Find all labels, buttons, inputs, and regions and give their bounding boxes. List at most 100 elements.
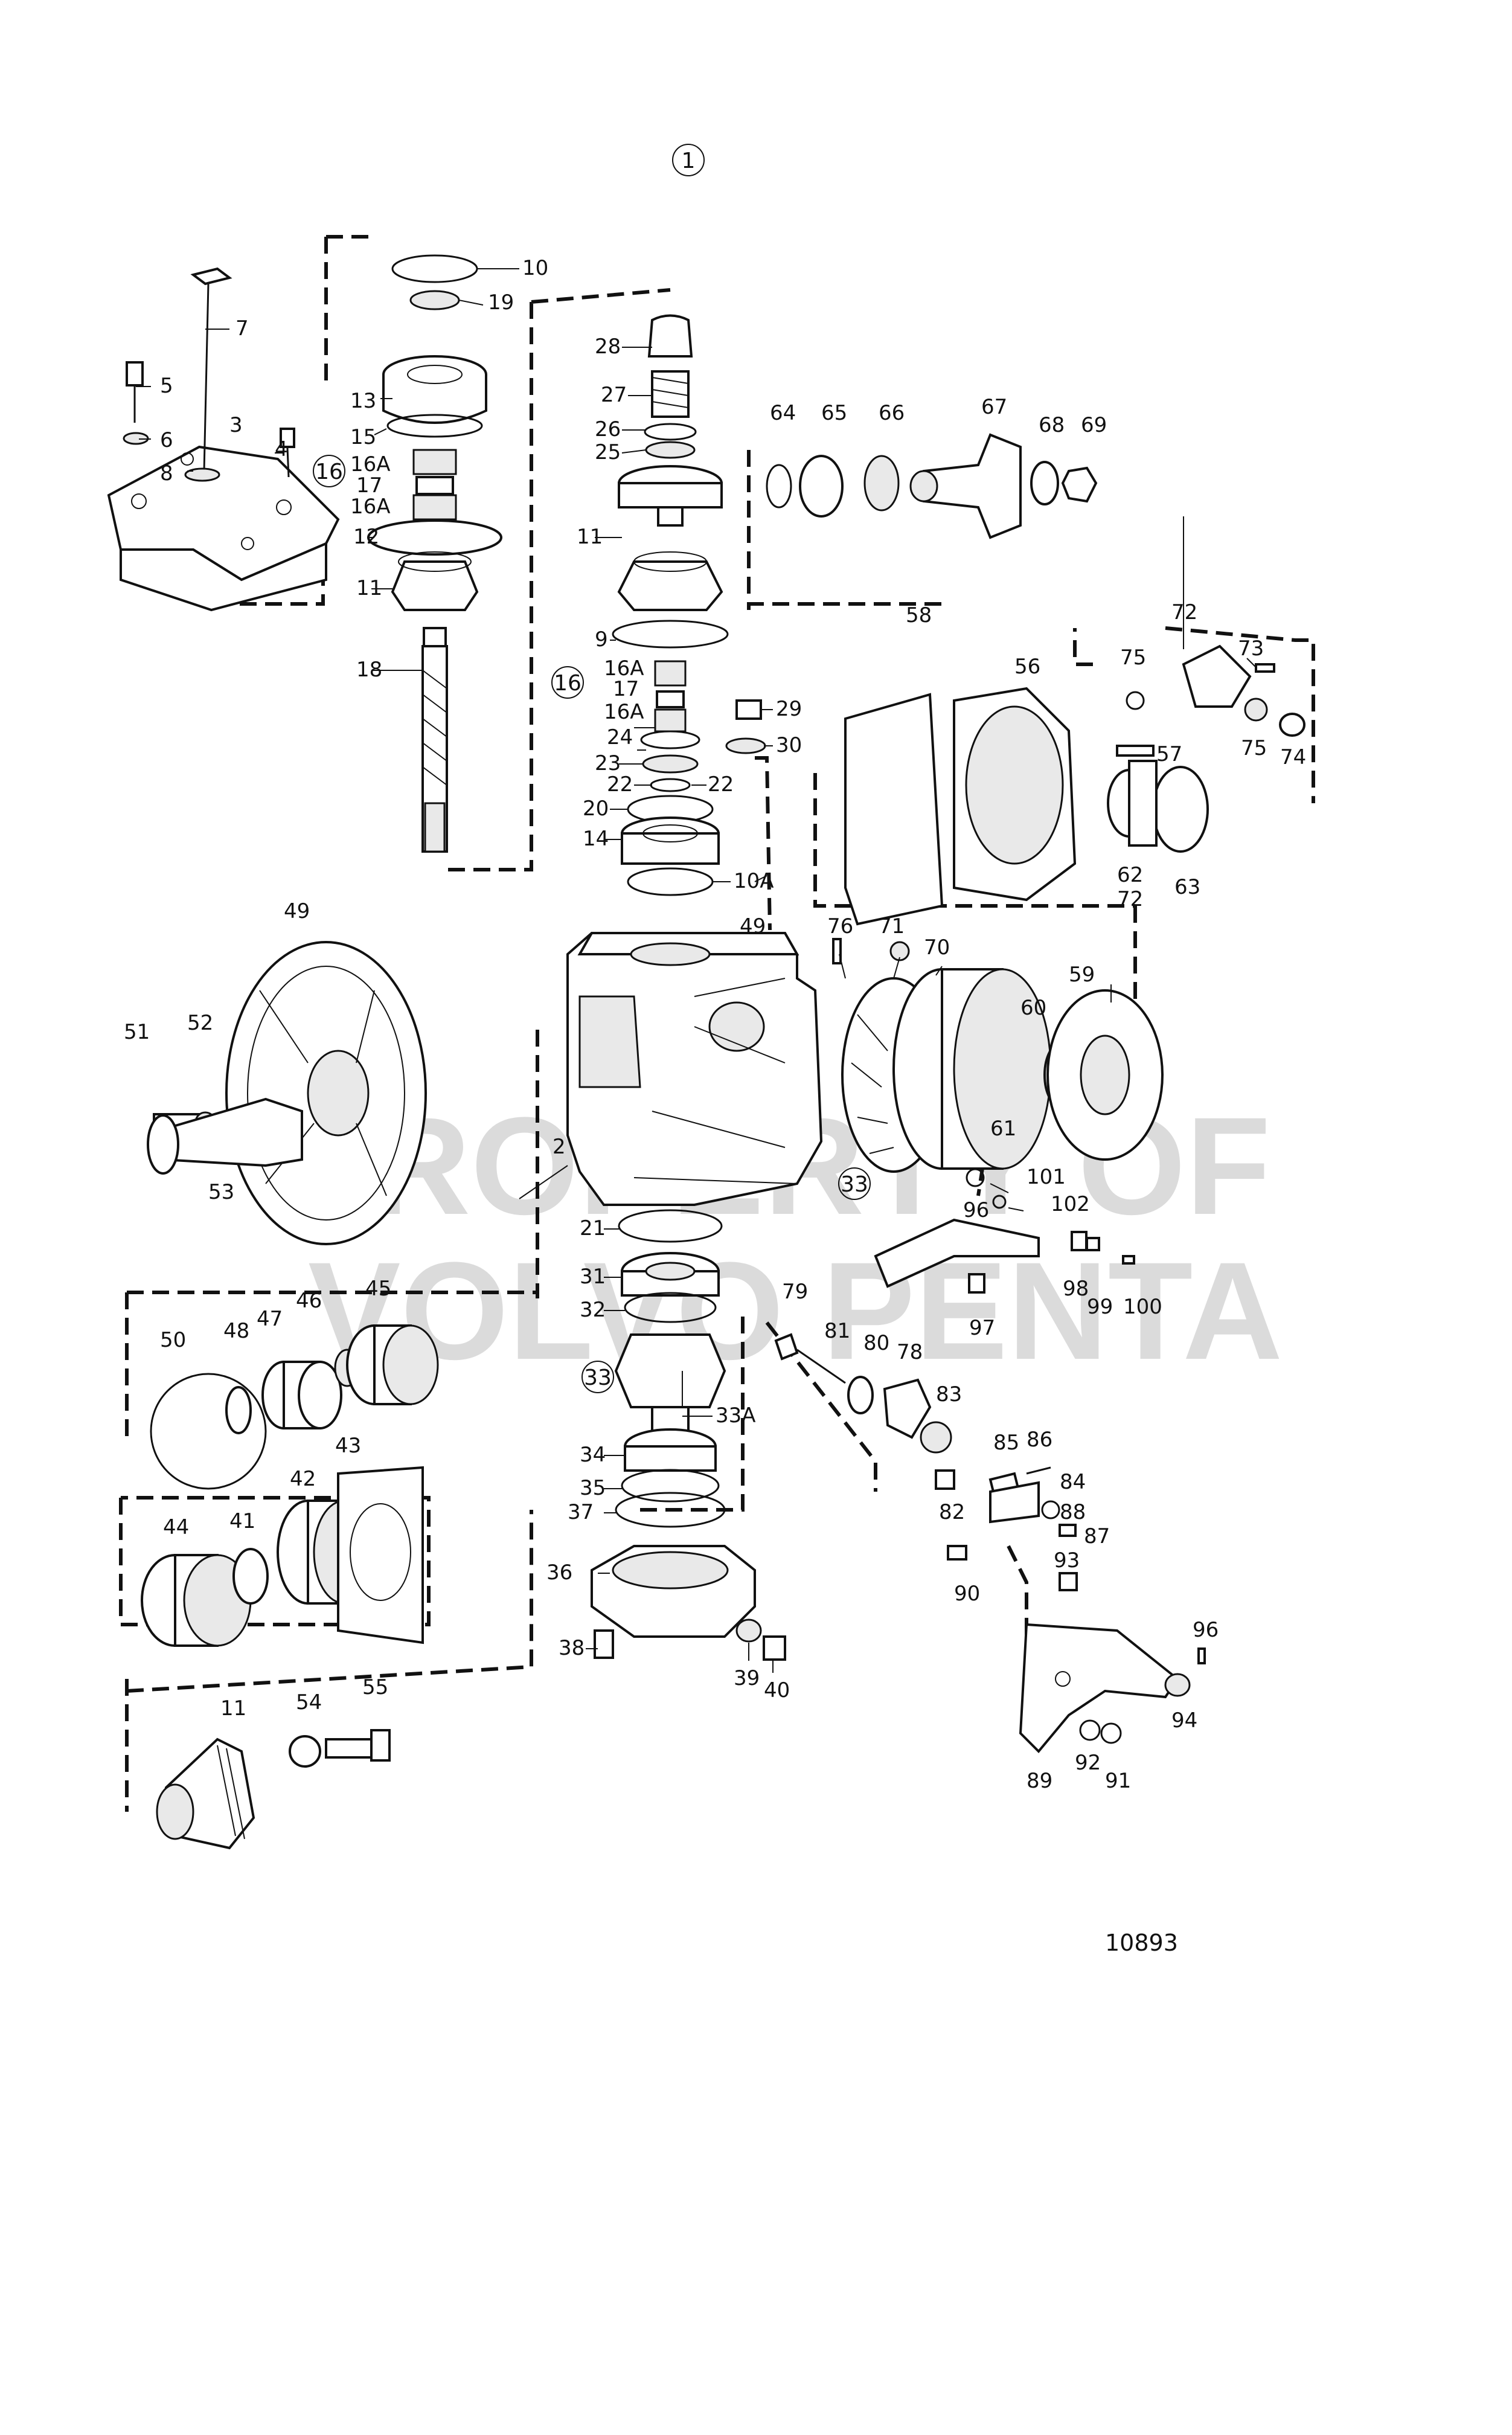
callout-9: 9 — [595, 627, 608, 652]
callout-48: 48 — [223, 1319, 249, 1343]
callout-101: 101 — [1027, 1165, 1066, 1189]
callout-14: 14 — [583, 827, 609, 851]
callout-22-a: 22 — [607, 772, 633, 797]
callout-51: 51 — [124, 1020, 150, 1044]
callout-37: 37 — [568, 1500, 594, 1524]
callout-62: 62 — [1117, 863, 1143, 887]
callout-8: 8 — [160, 461, 173, 486]
callout-39: 39 — [734, 1666, 760, 1690]
callout-86: 86 — [1027, 1428, 1052, 1452]
callout-97: 97 — [969, 1316, 995, 1340]
callout-99: 99 — [1087, 1295, 1113, 1319]
callout-34: 34 — [580, 1443, 606, 1467]
group-marker-label: 1 — [682, 149, 696, 173]
circled-ref-16-a-label: 16 — [315, 460, 343, 484]
callout-43: 43 — [335, 1434, 361, 1458]
callout-58: 58 — [906, 603, 932, 627]
circled-ref-16-b: 16 — [551, 666, 584, 699]
callout-68: 68 — [1039, 413, 1065, 437]
callout-88: 88 — [1060, 1500, 1086, 1524]
drawing-number: 10893 — [1105, 1930, 1178, 1956]
callout-15: 15 — [350, 425, 376, 449]
callout-16A-b: 16A — [350, 495, 391, 519]
callout-35: 35 — [580, 1476, 606, 1500]
group-marker: 1 — [672, 144, 705, 176]
callout-42: 42 — [290, 1467, 316, 1491]
callout-71: 71 — [879, 914, 905, 938]
callout-74: 74 — [1280, 745, 1306, 769]
callout-labels: 10 19 7 5 6 8 3 4 13 15 16A 17 16A 12 11… — [124, 256, 1306, 1793]
callout-52: 52 — [187, 1011, 213, 1035]
cover-plate-group — [107, 267, 340, 612]
callout-30: 30 — [776, 733, 802, 757]
pinion-group — [156, 1729, 391, 1850]
callout-72-b: 72 — [1117, 887, 1143, 911]
callout-85: 85 — [993, 1431, 1019, 1455]
callout-19: 19 — [488, 290, 514, 315]
callout-61: 61 — [990, 1117, 1016, 1141]
callout-63: 63 — [1174, 875, 1200, 899]
watermark-line-2: VOLVO PENTA — [308, 1233, 1283, 1388]
callout-16A-a: 16A — [350, 452, 391, 476]
callout-89: 89 — [1027, 1769, 1052, 1793]
callout-12: 12 — [353, 525, 379, 549]
callout-16A-d: 16A — [604, 700, 644, 724]
callout-46: 46 — [296, 1289, 322, 1313]
callout-57: 57 — [1156, 742, 1182, 766]
center-shaft-stack — [612, 314, 766, 896]
callout-64: 64 — [770, 401, 796, 425]
callout-10A: 10A — [734, 869, 774, 893]
crown-wheel-group — [832, 938, 1164, 1173]
callout-75-a: 75 — [1120, 646, 1146, 670]
callout-11-c: 11 — [220, 1696, 246, 1721]
callout-21: 21 — [580, 1216, 606, 1240]
callout-38: 38 — [559, 1636, 585, 1660]
callout-84: 84 — [1060, 1470, 1086, 1494]
callout-26: 26 — [595, 417, 621, 441]
flange-bearing-group — [141, 1466, 424, 1647]
callout-32: 32 — [580, 1298, 606, 1322]
callout-73: 73 — [1238, 637, 1264, 661]
callout-17-a: 17 — [356, 473, 382, 498]
callout-11-b: 11 — [577, 525, 603, 549]
callout-93: 93 — [1054, 1548, 1080, 1573]
callout-20: 20 — [583, 797, 609, 821]
callout-41: 41 — [229, 1509, 255, 1533]
circled-ref-33-a-label: 33 — [841, 1172, 868, 1197]
gear-housing — [566, 932, 823, 1206]
callout-100: 100 — [1123, 1295, 1162, 1319]
callout-70: 70 — [924, 935, 950, 960]
callout-24: 24 — [607, 725, 633, 749]
callout-60: 60 — [1020, 996, 1046, 1020]
callout-45: 45 — [365, 1277, 391, 1301]
callout-96-a: 96 — [963, 1198, 989, 1222]
callout-47: 47 — [257, 1307, 283, 1331]
shift-mechanism-group — [774, 1168, 1206, 1753]
callout-59: 59 — [1069, 963, 1095, 987]
callout-16A-c: 16A — [604, 656, 644, 681]
end-cover-group — [147, 941, 427, 1245]
circled-ref-33-b: 33 — [581, 1361, 614, 1393]
callout-22-b: 22 — [708, 772, 734, 797]
output-flange-group — [766, 433, 1098, 539]
callout-23: 23 — [595, 751, 621, 775]
callout-72-a: 72 — [1171, 600, 1197, 624]
callout-33A: 33A — [716, 1404, 756, 1428]
callout-6: 6 — [160, 428, 173, 452]
callout-102: 102 — [1051, 1192, 1090, 1216]
callout-69: 69 — [1081, 413, 1107, 437]
callout-91: 91 — [1105, 1769, 1131, 1793]
callout-66: 66 — [879, 401, 905, 425]
callout-10: 10 — [522, 256, 548, 280]
callout-65: 65 — [821, 401, 847, 425]
callout-5: 5 — [160, 374, 173, 398]
callout-76: 76 — [827, 914, 853, 938]
callout-83: 83 — [936, 1382, 962, 1407]
callout-98: 98 — [1063, 1277, 1089, 1301]
callout-17-b: 17 — [613, 677, 639, 701]
callout-53: 53 — [208, 1180, 234, 1204]
callout-7: 7 — [235, 316, 249, 341]
callout-4: 4 — [275, 437, 288, 461]
